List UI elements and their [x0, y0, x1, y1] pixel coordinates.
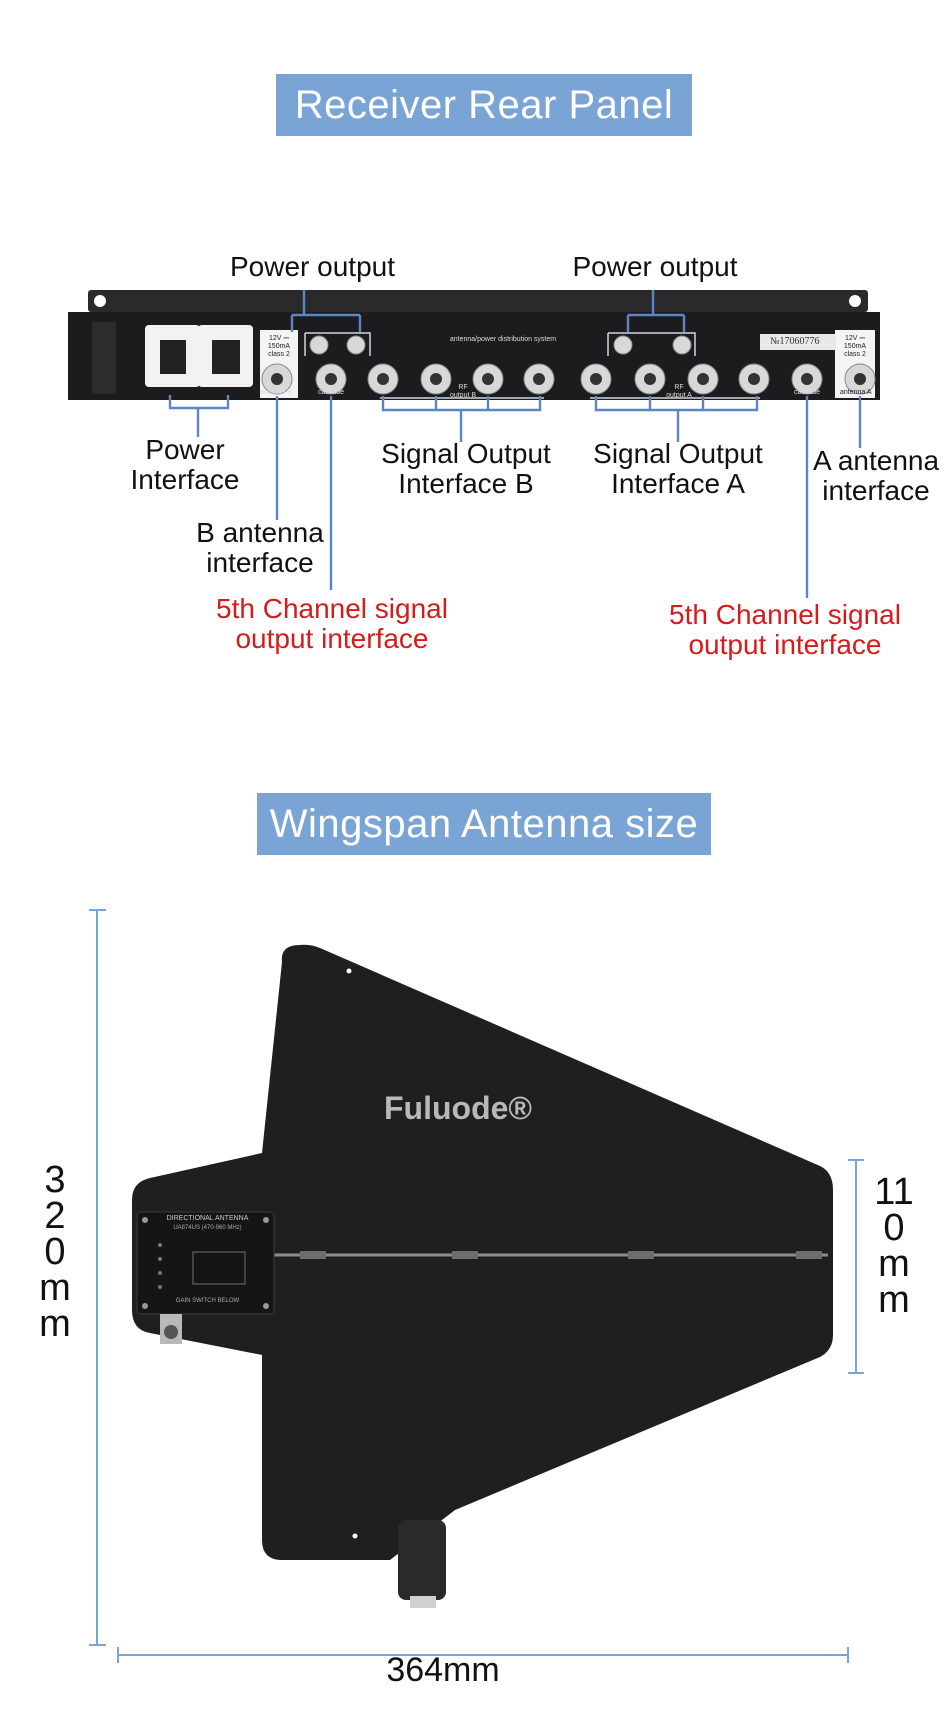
rf-output-a-text: RF output A [666, 384, 692, 399]
power-interface-label: Power Interface [130, 434, 240, 495]
rf-output-b-text: RF output B [449, 384, 477, 399]
antenna-size-title: Wingspan Antenna size [257, 793, 711, 855]
signal-output-b-label: Signal Output Interface B [381, 438, 551, 499]
width-dimension-label: 364mm [386, 1651, 500, 1689]
module-footer: GAIN SWITCH BELOW [175, 1298, 240, 1304]
fifth-channel-right-label: 5th Channel signal output interface [669, 599, 901, 660]
signal-output-a-label: Signal Output Interface A [593, 438, 763, 499]
spec-text-right: 12V ⎓ 150mA class 2 [843, 335, 867, 358]
power-output-left-label: Power output [230, 251, 395, 282]
height-dimension-label: 320mm [39, 1159, 71, 1345]
side-dimension-label: 110mm [874, 1171, 914, 1321]
antenna-b-text: antenna B [260, 389, 292, 396]
power-output-right-label: Power output [572, 251, 738, 282]
spec-text-left: 12V ⎓ 150mA class 2 [267, 335, 291, 358]
module-title: DIRECTIONAL ANTENNA [166, 1215, 249, 1222]
module-model: UA874US (470-960 MHz) [173, 1225, 242, 1231]
distribution-text: antenna/power distribution system [449, 336, 557, 343]
fifth-channel-left-label: 5th Channel signal output interface [216, 593, 448, 654]
antenna-mount [398, 1520, 446, 1600]
antenna-module [136, 1211, 275, 1315]
a-antenna-label: A antenna interface [812, 445, 940, 506]
b-antenna-label: B antenna interface [196, 517, 324, 578]
rear-panel-title: Receiver Rear Panel [276, 74, 692, 136]
antenna-body [132, 944, 833, 1560]
serial-number: №17060776 [770, 336, 820, 347]
cascade-right-text: cascade [794, 389, 821, 396]
antenna-a-text: antenna A [840, 389, 872, 396]
cascade-left-text: cascade [318, 389, 345, 396]
antenna-brand: Fuluode® [384, 1090, 532, 1126]
